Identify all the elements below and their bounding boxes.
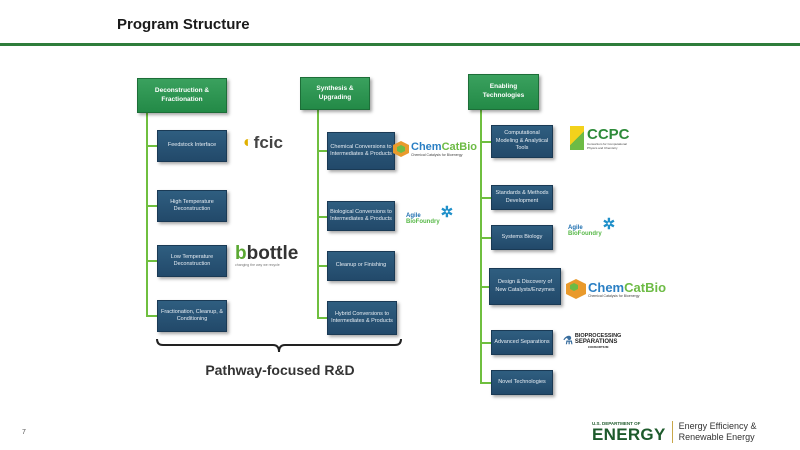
connector-line (146, 205, 157, 207)
connector-line (146, 113, 148, 317)
connector-line (146, 260, 157, 262)
bpsc-text: BIOPROCESSING (574, 333, 622, 339)
chemcatbio-text: Chem (588, 279, 625, 295)
item-low-temperature: Low Temperature Deconstruction (157, 245, 227, 277)
title-divider (0, 43, 800, 46)
item-chemical-conversions: Chemical Conversions to Intermediates & … (327, 132, 395, 170)
connector-line (480, 382, 491, 384)
connector-line (317, 216, 327, 218)
item-systems-biology: Systems Biology (491, 225, 553, 250)
logo-divider (671, 421, 673, 443)
ccpc-subtitle: Consortium for Computational Physics and… (587, 141, 627, 150)
biofoundry-text: BioFoundry (568, 231, 602, 238)
ccpc-text: CCPC (587, 125, 630, 143)
chemcatbio-text: CatBio (441, 140, 478, 153)
bpsc-text: CONSORTIUM (587, 344, 609, 349)
item-fractionation: Fractionation, Cleanup, & Conditioning (157, 300, 227, 332)
ccpc-logo: CCPC Consortium for Computational Physic… (570, 126, 632, 150)
connector-line (317, 317, 327, 319)
chemcatbio-subtitle: Chemical Catalysis for Bioenergy (588, 293, 640, 298)
page-number: 7 (22, 429, 26, 436)
hexagon-icon (393, 141, 409, 157)
connector-line (317, 150, 327, 152)
item-computational-modeling: Computational Modeling & Analytical Tool… (491, 125, 553, 158)
doe-dept-text: U.S. DEPARTMENT OF (592, 421, 641, 426)
gear-icon: ✲ (602, 216, 616, 233)
fcic-text: fcic (253, 133, 283, 152)
doe-energy-text: ENERGY (592, 425, 666, 444)
gear-icon: ✲ (440, 204, 454, 221)
connector-line (146, 145, 157, 147)
bottle-icon: b (235, 243, 247, 264)
connector-line (146, 315, 157, 317)
connector-line (480, 286, 491, 288)
connector-line (480, 141, 491, 143)
bpsc-text: SEPARATIONS (574, 339, 618, 346)
hexagon-icon (566, 279, 586, 299)
item-feedstock-interface: Feedstock Interface (157, 130, 227, 162)
item-novel-technologies: Novel Technologies (491, 370, 553, 395)
fcic-logo: ◐ fcic (243, 133, 283, 153)
biofoundry-text: BioFoundry (406, 219, 440, 226)
agile-text: Agile (406, 212, 421, 219)
chemcatbio-text: Chem (411, 140, 442, 153)
page-title: Program Structure (117, 16, 250, 33)
chemcatbio-subtitle: Chemical Catalysis for Bioenergy (411, 152, 463, 157)
item-advanced-separations: Advanced Separations (491, 330, 553, 355)
brace-label: Pathway-focused R&D (205, 362, 355, 378)
bottle-tagline: changing the way we recycle (235, 263, 280, 267)
leaf-icon: ◐ (243, 134, 253, 151)
eere-text: Energy Efficiency & (678, 421, 757, 432)
flask-icon: ⚗ (563, 335, 573, 348)
connector-line (317, 265, 327, 267)
eere-text: Renewable Energy (678, 432, 755, 442)
item-cleanup-finishing: Cleanup or Finishing (327, 251, 395, 281)
column-header-deconstruction: Deconstruction & Fractionation (137, 78, 227, 113)
ccpc-emblem-icon (570, 126, 584, 150)
brace-bracket (156, 338, 402, 353)
item-biological-conversions: Biological Conversions to Intermediates … (327, 201, 395, 231)
connector-line (480, 342, 491, 344)
connector-line (480, 110, 482, 383)
item-high-temperature: High Temperature Deconstruction (157, 190, 227, 222)
column-header-synthesis: Synthesis & Upgrading (300, 77, 370, 110)
connector-line (317, 110, 319, 319)
column-header-enabling: Enabling Technologies (468, 74, 539, 110)
item-design-discovery: Design & Discovery of New Catalysts/Enzy… (489, 268, 561, 305)
item-hybrid-conversions: Hybrid Conversions to Intermediates & Pr… (327, 301, 397, 335)
connector-line (480, 237, 491, 239)
bottle-text: bottle (246, 243, 299, 264)
bottle-logo: bbottle changing the way we recycle (235, 244, 298, 267)
chemcatbio-logo: ChemCatBio Chemical Catalysis for Bioene… (393, 141, 477, 157)
chemcatbio-logo: ChemCatBio Chemical Catalysis for Bioene… (566, 279, 666, 299)
agile-text: Agile (568, 224, 583, 231)
connector-line (480, 197, 491, 199)
item-standards-methods: Standards & Methods Development (491, 185, 553, 210)
chemcatbio-text: CatBio (624, 279, 667, 295)
